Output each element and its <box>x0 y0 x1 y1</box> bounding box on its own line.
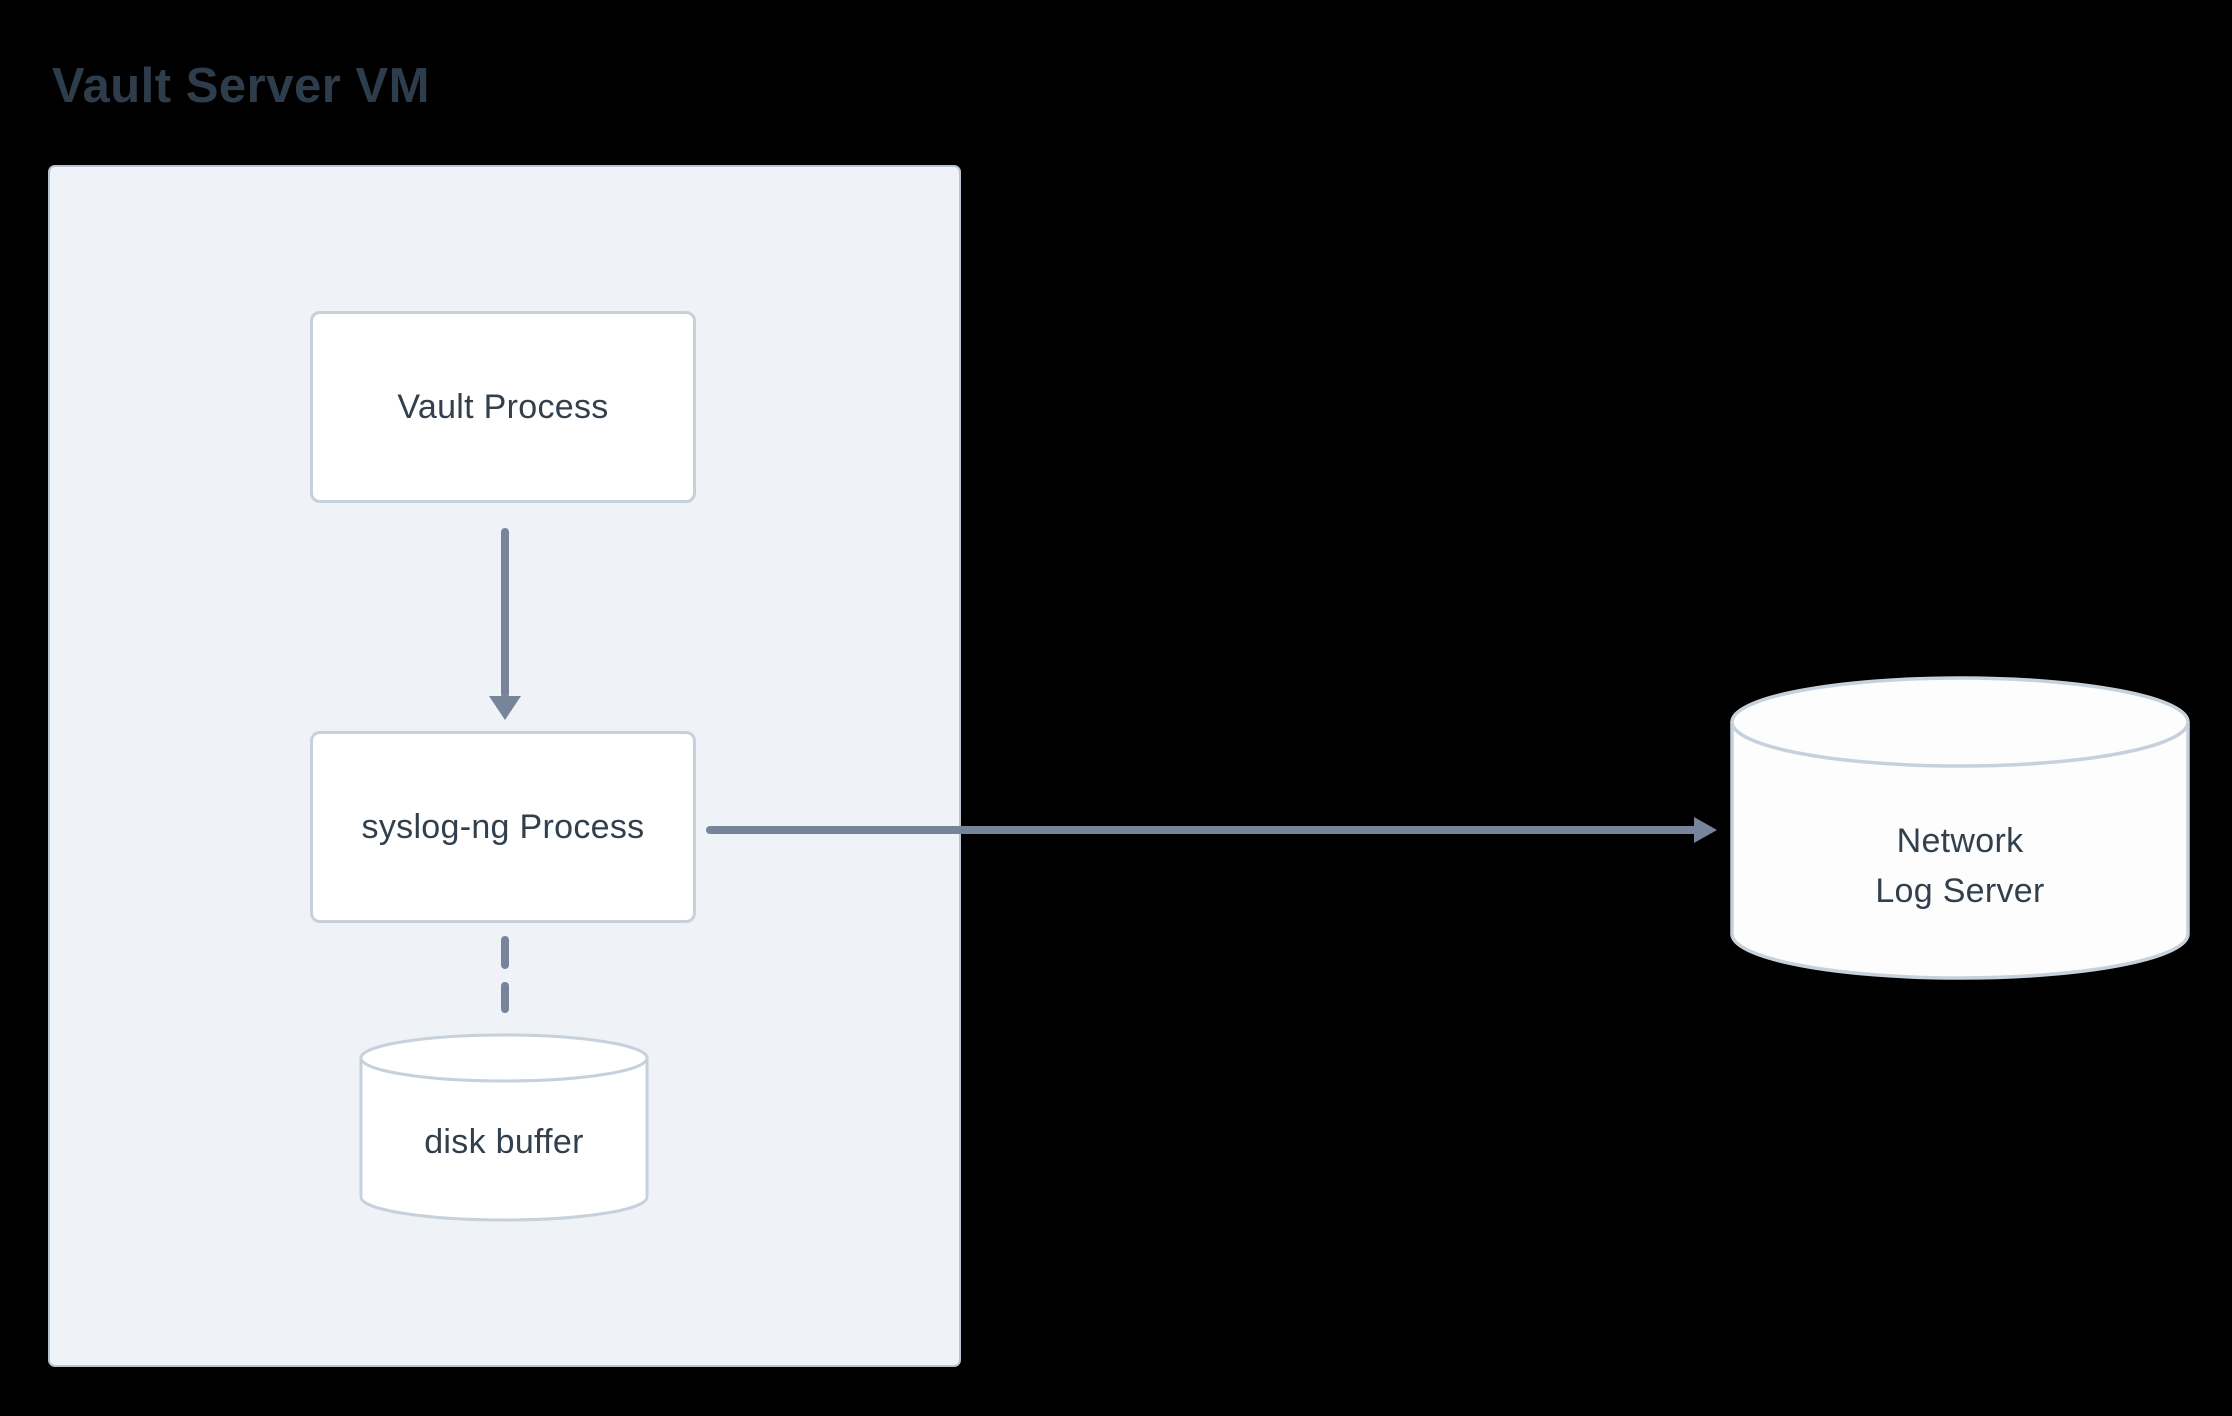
edge-syslog-to-network-shaft <box>706 826 1698 834</box>
node-vault-process: Vault Process <box>310 311 696 503</box>
edge-syslog-to-network-arrowhead-icon <box>1694 817 1717 843</box>
edge-vault-to-syslog-shaft <box>501 528 509 698</box>
edge-vault-to-syslog-arrowhead-icon <box>489 696 521 720</box>
edge-syslog-to-diskbuffer-dash <box>501 936 509 969</box>
network-log-server-label-line2: Log Server <box>1875 872 2045 910</box>
disk-buffer-cylinder-icon <box>359 1033 649 1222</box>
edge-syslog-to-diskbuffer-dash <box>501 982 509 1013</box>
node-syslog-ng-process: syslog-ng Process <box>310 731 696 923</box>
network-log-server-label-line1: Network <box>1896 822 2024 860</box>
diagram-title: Vault Server VM <box>52 59 430 113</box>
network-log-server-cylinder-icon <box>1730 676 2190 980</box>
disk-buffer-label: disk buffer <box>424 1123 584 1161</box>
node-network-log-server: Network Log Server <box>1729 675 2191 981</box>
vault-process-label: Vault Process <box>397 388 609 426</box>
syslog-ng-process-label: syslog-ng Process <box>361 808 645 846</box>
node-disk-buffer: disk buffer <box>358 1031 650 1223</box>
